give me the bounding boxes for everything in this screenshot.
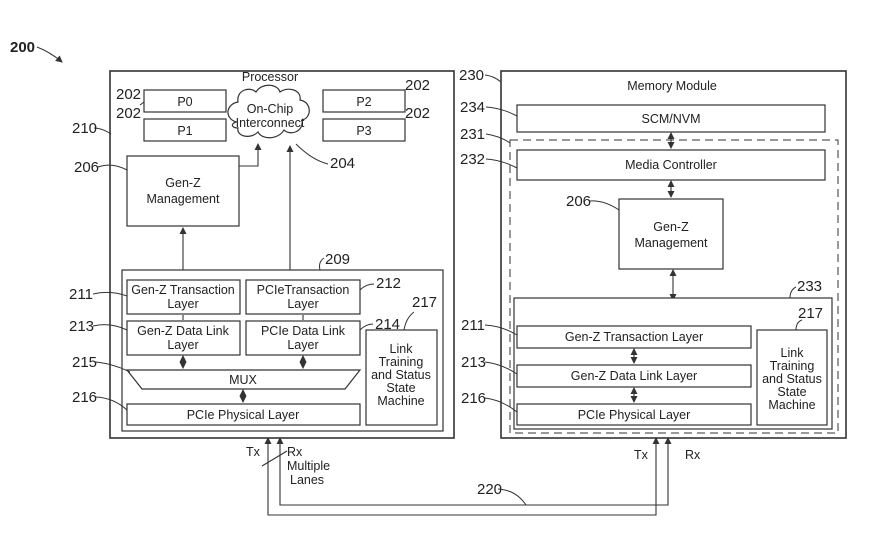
mux-shape	[125, 369, 362, 390]
processor-ref: 210	[72, 120, 97, 137]
proc-ltssm-line3: and Status	[371, 368, 431, 382]
rx-right-label: Rx	[685, 448, 701, 462]
proc-ltssm-line5: Machine	[377, 394, 424, 408]
memory-title: Memory Module	[627, 79, 717, 93]
core-p0	[143, 89, 227, 113]
mem-ltssm	[756, 329, 828, 426]
mem-physical-ref: 216	[461, 390, 486, 407]
core-p2-ref: 202	[405, 77, 430, 94]
mem-pcie-physical-layer	[516, 403, 752, 426]
memory-ref: 230	[459, 67, 484, 84]
memory-module-block: Memory Module 230 SCM/NVM 234 231 Media …	[459, 67, 847, 439]
proc-genz-txn-line2: Layer	[167, 297, 198, 311]
mem-genz-txn-label: Gen-Z Transaction Layer	[565, 330, 703, 344]
mem-ltssm-line4: State	[777, 385, 806, 399]
mem-ltssm-line3: and Status	[762, 372, 822, 386]
core-p2-label: P2	[356, 95, 371, 109]
link-ref: 220	[477, 481, 502, 498]
core-p3	[322, 118, 406, 142]
figure-ref-arrow	[36, 46, 63, 63]
proc-pcie-txn-line1: PCIeTransaction	[257, 283, 350, 297]
memory-interface-ref: 233	[797, 278, 822, 295]
media-controller-box	[516, 149, 826, 181]
figure-ref: 200	[10, 39, 35, 56]
processor-ref-leader	[93, 127, 112, 135]
processor-mgmt-ref: 206	[74, 159, 99, 176]
core-p0-label: P0	[177, 95, 192, 109]
proc-ltssm-line4: State	[386, 381, 415, 395]
lanes-line2: Lanes	[290, 473, 324, 487]
processor-mgmt-line2: Management	[147, 192, 220, 206]
mem-physical-label: PCIe Physical Layer	[578, 408, 691, 422]
on-chip-interconnect-cloud	[227, 84, 310, 139]
processor-genz-management	[126, 155, 240, 227]
proc-pcie-txn-ref: 212	[376, 275, 401, 292]
interconnect-line1: On-Chip	[247, 102, 294, 116]
processor-interface-ref: 209	[325, 251, 350, 268]
memory-mgmt-line1: Gen-Z	[653, 220, 689, 234]
processor-block: Processor 210 P0 P1 P2 P3 202 202 202 20…	[69, 70, 455, 439]
proc-ltssm-line2: Training	[379, 355, 424, 369]
mem-ltssm-line2: Training	[770, 359, 815, 373]
proc-genz-txn-line1: Gen-Z Transaction	[131, 283, 235, 297]
proc-pcie-transaction-layer	[245, 279, 361, 315]
rx-left-label: Rx	[287, 445, 303, 459]
core-p0-ref: 202	[116, 105, 141, 122]
lanes-slash	[261, 450, 288, 467]
link-rx-path	[276, 437, 672, 506]
mem-genz-txn-ref: 211	[461, 317, 485, 334]
proc-pcie-physical-layer	[126, 403, 361, 426]
media-controller-label: Media Controller	[625, 158, 717, 172]
proc-physical-label: PCIe Physical Layer	[187, 408, 300, 422]
pcie-link: Tx Rx Multiple Lanes Tx Rx 220	[246, 437, 701, 516]
proc-pcie-dl-ref: 214	[375, 316, 400, 333]
proc-genz-dl-line1: Gen-Z Data Link	[137, 324, 229, 338]
interconnect-line2: Interconnect	[236, 116, 305, 130]
memory-genz-management	[618, 198, 724, 270]
core-p2	[322, 89, 406, 113]
processor-title: Processor	[242, 70, 298, 84]
mux-ref: 215	[72, 354, 97, 371]
core-p1	[143, 118, 227, 142]
media-controller-ref: 232	[460, 151, 485, 168]
interconnect-ref: 204	[330, 155, 355, 172]
mem-genz-dl-label: Gen-Z Data Link Layer	[571, 369, 697, 383]
proc-pcie-dl-line2: Layer	[287, 338, 318, 352]
proc-ltssm	[365, 329, 438, 426]
proc-ltssm-ref: 217	[412, 294, 437, 311]
proc-genz-txn-ref: 211	[69, 286, 93, 303]
mux-label: MUX	[229, 373, 257, 387]
memory-dashed-ref: 231	[460, 126, 485, 143]
mem-ltssm-ref: 217	[798, 305, 823, 322]
proc-ltssm-line1: Link	[390, 342, 414, 356]
mem-ltssm-line5: Machine	[768, 398, 815, 412]
processor-mgmt-line1: Gen-Z	[165, 176, 201, 190]
scm-nvm-label: SCM/NVM	[641, 112, 700, 126]
mgmt-to-interconnect-link	[239, 143, 262, 167]
proc-genz-dl-line2: Layer	[167, 338, 198, 352]
memory-mgmt-ref: 206	[566, 193, 591, 210]
scm-nvm-box	[516, 104, 826, 133]
memory-dashed-region	[509, 139, 839, 434]
proc-pcie-dl-line1: PCIe Data Link	[261, 324, 346, 338]
mem-ltssm-line1: Link	[781, 346, 805, 360]
proc-genz-transaction-layer	[126, 279, 241, 315]
tx-left-label: Tx	[246, 445, 261, 459]
tx-right-label: Tx	[634, 448, 649, 462]
proc-physical-ref: 216	[72, 389, 97, 406]
proc-genz-dl-ref: 213	[69, 318, 94, 335]
scm-nvm-ref: 234	[460, 99, 485, 116]
lanes-line1: Multiple	[287, 459, 330, 473]
link-tx-path	[264, 437, 660, 516]
core-p3-ref: 202	[405, 105, 430, 122]
proc-pcie-txn-line2: Layer	[287, 297, 318, 311]
proc-genz-datalink-layer	[126, 320, 241, 356]
memory-mgmt-line2: Management	[635, 236, 708, 250]
core-p1-ref: 202	[116, 86, 141, 103]
core-p3-label: P3	[356, 124, 371, 138]
core-p1-label: P1	[177, 124, 192, 138]
mem-genz-dl-ref: 213	[461, 354, 486, 371]
